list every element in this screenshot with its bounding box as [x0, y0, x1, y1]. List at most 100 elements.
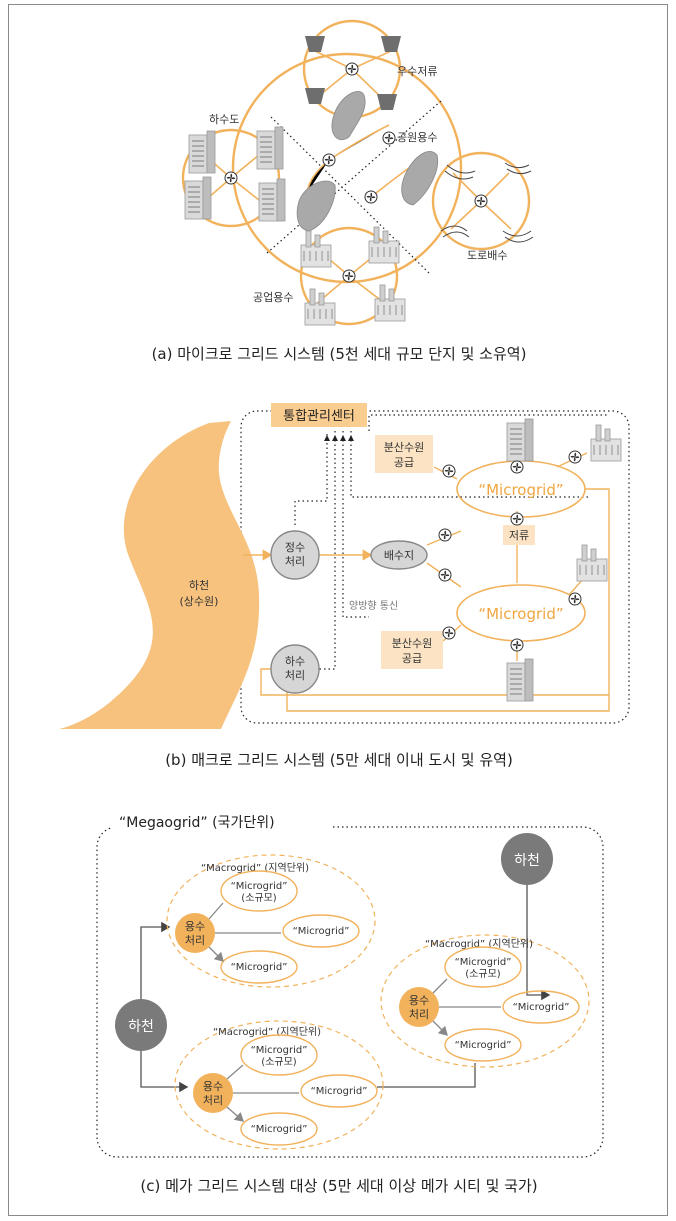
microgrid-2c-label: “Microgrid” — [455, 1040, 512, 1051]
factory-icon — [300, 230, 332, 268]
center-box — [271, 403, 367, 427]
supply-bottom-label-2: 공급 — [402, 652, 422, 665]
label-sewer: 하수도 — [209, 112, 239, 126]
factory-icon — [304, 288, 336, 326]
sewage-treatment-node — [270, 644, 320, 694]
fan-icon — [568, 592, 582, 606]
treatment-2-label-2: 처리 — [409, 1008, 429, 1021]
water-treatment-label-2: 처리 — [285, 555, 305, 568]
supply-box-top — [375, 435, 433, 473]
microgrid-3b — [300, 1074, 378, 1108]
macro3-arrows — [226, 1064, 299, 1121]
storage-box — [503, 525, 535, 545]
macrogrid-3 — [174, 1020, 384, 1150]
figure-frame: 우수저류 하수도 공원용수 도로배수 공업용수 (a) 마이크로 그리드 시스템… — [8, 4, 668, 1216]
green-area-3 — [401, 150, 439, 206]
microgrid-2b-label: “Microgrid” — [513, 1002, 570, 1013]
caption-a: (a) 마이크로 그리드 시스템 (5천 세대 규모 단지 및 소유역) — [152, 345, 527, 363]
factory-icon — [368, 226, 400, 264]
quad-lines — [266, 100, 442, 274]
fan-icon — [438, 568, 452, 582]
road-curves — [440, 162, 534, 243]
treatment-3-label-2: 처리 — [203, 1094, 223, 1107]
microgrid-3a — [240, 1034, 318, 1076]
river-node-left — [115, 999, 167, 1051]
microgrid-3a-label: “Microgrid” — [251, 1045, 308, 1056]
river-shape — [59, 421, 260, 729]
comm-arrows — [324, 435, 354, 441]
treatment-1-label-1: 용수 — [185, 920, 205, 933]
microgrid-2c — [444, 1028, 522, 1062]
macro2-arrows — [432, 978, 501, 1035]
apartment-icon — [506, 658, 534, 702]
water-treatment-node — [270, 530, 320, 580]
sewer-ring — [181, 128, 281, 228]
tank-icon — [381, 36, 401, 52]
fan-icon — [342, 269, 356, 283]
supply-top-label-1: 분산수원 — [384, 441, 424, 454]
label-industrial-water: 공업용수 — [253, 291, 293, 304]
microgrid-2b — [502, 990, 580, 1024]
apartment-icon — [258, 178, 286, 222]
macrogrid-1-label: “Macrogrid” (지역단위) — [201, 861, 309, 874]
microgrid-1a — [220, 870, 298, 912]
green-area-2 — [296, 180, 336, 232]
macrogrid-1 — [166, 854, 376, 988]
fan-icon — [474, 194, 488, 208]
caption-b: (b) 매크로 그리드 시스템 (5만 세대 이내 도시 및 유역) — [165, 751, 513, 769]
macro1-arrows — [208, 902, 281, 961]
industry-ring — [299, 226, 399, 326]
factory-icon — [590, 424, 622, 462]
river-sub-label: (상수원) — [180, 595, 219, 608]
treatment-node-1 — [175, 913, 215, 953]
mega-title-bg — [113, 809, 333, 833]
mega-title: “Megaogrid” (국가단위) — [119, 815, 275, 831]
caption-c: (c) 메가 그리드 시스템 대상 (5만 세대 이상 메가 시티 및 국가) — [140, 1177, 537, 1195]
label-park-water: 공원용수 — [397, 131, 437, 144]
storage-label: 저류 — [509, 529, 529, 542]
apartment-icon — [184, 176, 212, 220]
treatment-node-3 — [193, 1073, 233, 1113]
fan-icon — [442, 626, 456, 640]
factory-icon — [576, 544, 608, 582]
label-road-drain: 도로배수 — [467, 249, 507, 262]
link-macro3-macro2 — [377, 1063, 476, 1088]
fan-icon — [224, 171, 238, 185]
river-node-right — [501, 833, 553, 885]
supply-top-label-2: 공급 — [394, 456, 414, 469]
microgrid-3c-label: “Microgrid” — [251, 1124, 308, 1135]
road-spokes — [450, 172, 512, 230]
microgrid-1a-label: “Microgrid” — [231, 881, 288, 892]
apartment-icon — [506, 418, 534, 462]
road-ring — [431, 151, 531, 251]
sewage-treatment-label-2: 처리 — [285, 669, 305, 682]
river-label: 하천 — [189, 578, 209, 592]
fan-icon — [382, 131, 396, 145]
factory-icon — [374, 284, 406, 322]
microgrid-2a — [444, 946, 522, 988]
flow-river-to-macro2 — [526, 885, 551, 1001]
apartment-icon — [188, 130, 216, 174]
fan-icon — [442, 464, 456, 478]
supply-bottom-label-1: 분산수원 — [392, 637, 432, 650]
center-label: 통합관리센터 — [283, 409, 355, 424]
water-treatment-label-1: 정수 — [285, 541, 305, 554]
macrogrid-2-label: “Macrogrid” (지역단위) — [425, 937, 533, 950]
supply-box-bottom — [381, 631, 443, 669]
fan-icon — [568, 450, 582, 464]
microgrid-bottom-label: “Microgrid” — [478, 605, 563, 623]
reservoir-node — [370, 540, 428, 570]
panel-c-diagram: “Megaogrid” (국가단위) 하천 하천 “Macrogrid” (지역… — [96, 809, 604, 1195]
rain-spokes — [314, 50, 392, 104]
macrogrid-3-label: “Macrogrid” (지역단위) — [213, 1025, 321, 1038]
fan-icon — [510, 460, 524, 474]
panel-a-diagram: 우수저류 하수도 공원용수 도로배수 공업용수 (a) 마이크로 그리드 시스템… — [152, 19, 534, 363]
comm-label: 양방향 통신 — [349, 600, 398, 612]
microgrid-3a-sub: (소규모) — [261, 1056, 297, 1068]
river-right-label: 하천 — [514, 853, 540, 869]
fan-icon — [322, 153, 336, 167]
figure-canvas: 우수저류 하수도 공원용수 도로배수 공업용수 (a) 마이크로 그리드 시스템… — [59, 19, 630, 1195]
comm-lines — [294, 414, 609, 670]
microgrid-1c-label: “Microgrid” — [231, 962, 288, 973]
microgrid-2a-label: “Microgrid” — [455, 957, 512, 968]
